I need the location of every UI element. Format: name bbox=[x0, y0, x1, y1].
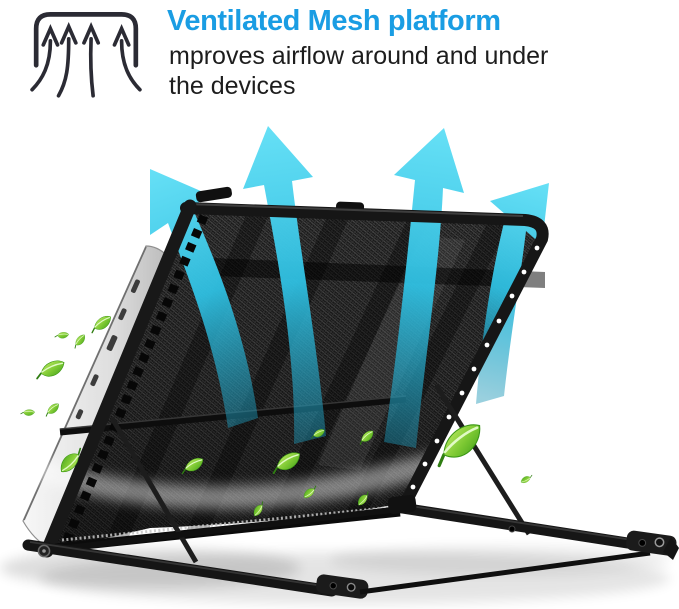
base-hole bbox=[508, 525, 516, 533]
airflow-arrow bbox=[384, 128, 464, 448]
left-strut bbox=[109, 416, 199, 564]
airflow-arrow bbox=[243, 126, 326, 444]
icon-box bbox=[33, 12, 139, 68]
base-front-bar bbox=[359, 550, 651, 595]
base-left-bar bbox=[22, 539, 338, 597]
laptop-ports bbox=[75, 279, 140, 420]
bottom-highlight bbox=[61, 505, 396, 542]
subheadline-line1: mproves airflow around and under bbox=[169, 42, 549, 70]
wind-swoosh bbox=[8, 425, 545, 510]
platform-hinge-right bbox=[387, 494, 417, 515]
subheadline-line2: the devices bbox=[169, 72, 296, 100]
left-rail bbox=[40, 199, 197, 558]
base-right-bar bbox=[396, 502, 666, 554]
adjustment-teeth bbox=[59, 214, 209, 549]
corner-hook bbox=[195, 186, 232, 203]
headline: Ventilated Mesh platform bbox=[167, 5, 501, 37]
right-foot bbox=[663, 537, 679, 560]
icon-arrows bbox=[30, 22, 142, 98]
base-back-bar bbox=[49, 506, 401, 553]
airflow-up-arrows-icon bbox=[26, 2, 146, 100]
base-frame bbox=[22, 494, 679, 599]
top-right-rail bbox=[180, 202, 549, 508]
support-struts bbox=[109, 383, 532, 564]
subheadline: mproves airflow around and under the dev… bbox=[169, 41, 548, 101]
right-strut bbox=[433, 383, 532, 536]
front-left-cap bbox=[316, 574, 369, 599]
adjustment-holes bbox=[410, 245, 540, 490]
right-end-cap bbox=[626, 530, 677, 556]
